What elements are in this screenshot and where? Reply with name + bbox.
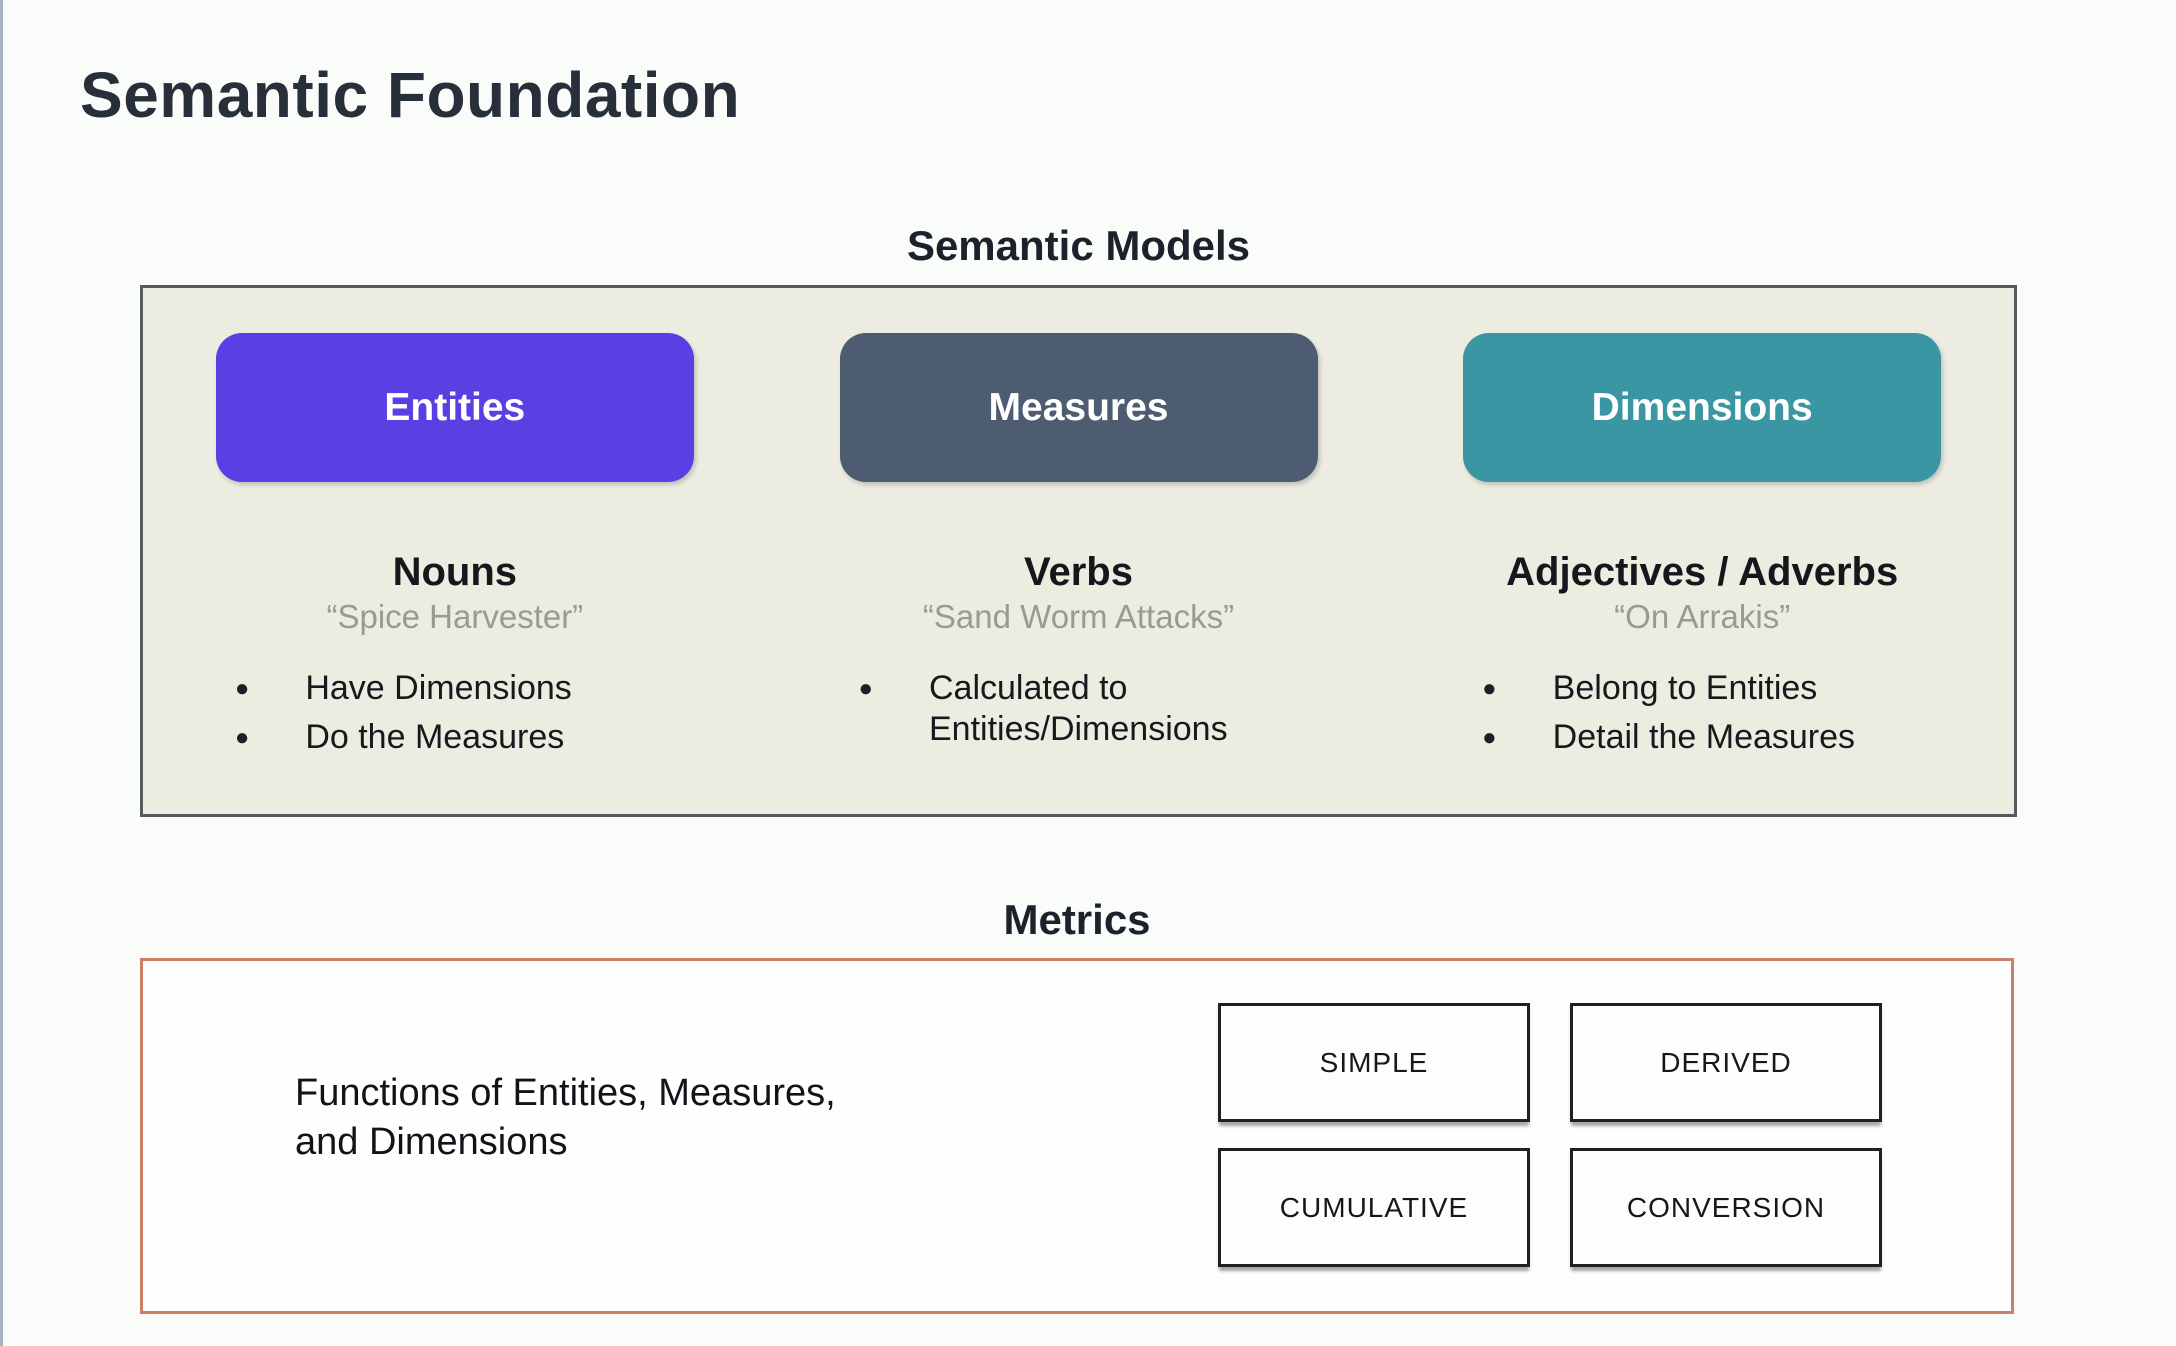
- page-title: Semantic Foundation: [80, 59, 741, 131]
- bullet-text: Calculated to Entities/Dimensions: [929, 669, 1228, 749]
- metric-box-conversion: CONVERSION: [1570, 1148, 1882, 1267]
- entities-box-label: Entities: [384, 385, 526, 429]
- bullet-item: ● Do the Measures: [235, 717, 675, 758]
- bullet-item: ● Belong to Entities: [1482, 668, 1922, 709]
- metric-types-grid: SIMPLE DERIVED CUMULATIVE CONVERSION: [1218, 1003, 1882, 1267]
- dimensions-box: Dimensions: [1463, 333, 1942, 482]
- dimensions-example-quote: “On Arrakis”: [1614, 598, 1791, 635]
- metric-box-label: SIMPLE: [1319, 1046, 1429, 1078]
- entities-role-heading: Nouns: [392, 550, 518, 594]
- metrics-heading: Metrics: [1003, 896, 1151, 943]
- metric-box-label: CUMULATIVE: [1279, 1191, 1469, 1223]
- model-column-measures: Measures Verbs “Sand Worm Attacks” ● Cal…: [767, 288, 1391, 814]
- bullet-icon: ●: [234, 724, 250, 752]
- dimensions-box-label: Dimensions: [1591, 385, 1813, 429]
- measures-example-quote: “Sand Worm Attacks”: [922, 598, 1235, 635]
- model-column-dimensions: Dimensions Adjectives / Adverbs “On Arra…: [1390, 288, 2014, 814]
- bullet-text: Have Dimensions: [305, 669, 572, 707]
- bullet-text: Do the Measures: [305, 718, 565, 757]
- measures-role-heading: Verbs: [1024, 550, 1133, 594]
- entities-box: Entities: [215, 333, 694, 482]
- metrics-description: Functions of Entities, Measures, and Dim…: [295, 1072, 836, 1164]
- metric-box-derived: DERIVED: [1570, 1003, 1882, 1122]
- bullet-icon: ●: [1482, 675, 1497, 702]
- measures-box: Measures: [839, 333, 1318, 482]
- dimensions-role-heading: Adjectives / Adverbs: [1506, 550, 1899, 594]
- model-column-entities: Entities Nouns “Spice Harvester” ● Have …: [143, 288, 767, 814]
- metric-box-label: DERIVED: [1660, 1046, 1792, 1078]
- metric-box-cumulative: CUMULATIVE: [1218, 1148, 1530, 1267]
- semantic-models-heading: Semantic Models: [906, 222, 1251, 269]
- metric-box-label: CONVERSION: [1626, 1191, 1826, 1223]
- bullet-item: ● Detail the Measures: [1482, 717, 1922, 758]
- entities-example-quote: “Spice Harvester”: [326, 598, 584, 635]
- bullet-text: Detail the Measures: [1552, 718, 1856, 757]
- bullet-icon: ●: [858, 675, 874, 702]
- measures-box-label: Measures: [988, 385, 1169, 429]
- bullet-icon: ●: [1482, 724, 1497, 752]
- bullet-item: ● Have Dimensions: [235, 668, 675, 709]
- semantic-models-panel: Entities Nouns “Spice Harvester” ● Have …: [140, 285, 2017, 817]
- window-left-border: [0, 0, 3, 1346]
- metric-box-simple: SIMPLE: [1218, 1003, 1530, 1122]
- measures-bullet-list: ● Calculated to Entities/Dimensions: [859, 668, 1299, 751]
- entities-bullet-list: ● Have Dimensions ● Do the Measures: [235, 668, 675, 759]
- bullet-text: Belong to Entities: [1552, 669, 1818, 707]
- bullet-item: ● Calculated to Entities/Dimensions: [859, 668, 1299, 751]
- bullet-icon: ●: [234, 675, 250, 702]
- dimensions-bullet-list: ● Belong to Entities ● Detail the Measur…: [1482, 668, 1922, 759]
- metrics-panel: Functions of Entities, Measures, and Dim…: [140, 958, 2014, 1314]
